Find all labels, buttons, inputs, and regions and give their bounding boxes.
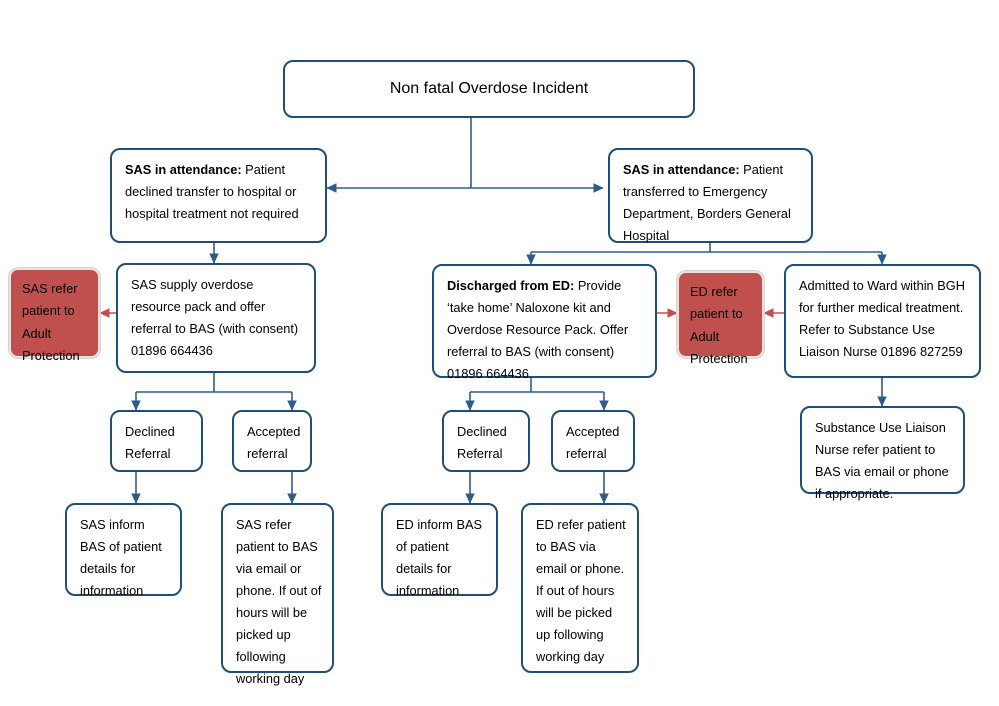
node-sas-adult-protection-label: SAS refer patient to Adult Protection: [22, 281, 80, 364]
node-sas-declined-body: Patient declined transfer to hospital or…: [125, 162, 299, 221]
node-ed-inform-bas-label: ED inform BAS of patient details for inf…: [396, 517, 483, 598]
node-discharged-from-ed[interactable]: Discharged from ED: Provide ‘take home’ …: [432, 264, 657, 381]
node-sas-declined-referral-label: Declined Referral: [125, 424, 175, 461]
node-ed-accepted-referral-label: Accepted referral: [566, 424, 620, 461]
node-sas-transferred-body: Patient transferred to Emergency Departm…: [623, 162, 791, 243]
node-root[interactable]: Non fatal Overdose Incident: [283, 60, 695, 118]
node-sas-transferred[interactable]: SAS in attendance: Patient transferred t…: [608, 148, 813, 243]
node-ed-refer-bas[interactable]: ED refer patient to BAS via email or pho…: [521, 503, 639, 673]
node-sas-declined-lead: SAS in attendance:: [125, 162, 242, 177]
node-sas-inform-bas[interactable]: SAS inform BAS of patient details for in…: [65, 503, 182, 598]
node-sas-accepted-referral[interactable]: Accepted referral: [232, 410, 312, 472]
node-sas-refer-bas[interactable]: SAS refer patient to BAS via email or ph…: [221, 503, 334, 686]
node-sas-supply-resource-pack[interactable]: SAS supply overdose resource pack and of…: [116, 263, 316, 373]
node-sas-supply-label: SAS supply overdose resource pack and of…: [131, 277, 299, 358]
node-root-label: Non fatal Overdose Incident: [389, 80, 589, 98]
node-ed-declined-referral[interactable]: Declined Referral: [442, 410, 530, 472]
node-ed-inform-bas[interactable]: ED inform BAS of patient details for inf…: [381, 503, 498, 598]
node-sas-declined-referral[interactable]: Declined Referral: [110, 410, 203, 472]
node-ed-declined-referral-label: Declined Referral: [457, 424, 507, 461]
node-ed-accepted-referral[interactable]: Accepted referral: [551, 410, 635, 472]
node-sas-adult-protection[interactable]: SAS refer patient to Adult Protection: [9, 268, 100, 363]
node-liaison-nurse-referral[interactable]: Substance Use Liaison Nurse refer patien…: [800, 406, 965, 501]
node-sas-declined-transfer[interactable]: SAS in attendance: Patient declined tran…: [110, 148, 327, 243]
node-admitted-to-ward[interactable]: Admitted to Ward within BGH for further …: [784, 264, 981, 378]
node-discharged-lead: Discharged from ED:: [447, 278, 575, 293]
node-admitted-label: Admitted to Ward within BGH for further …: [799, 278, 965, 359]
node-sas-refer-bas-label: SAS refer patient to BAS via email or ph…: [236, 517, 322, 686]
node-ed-refer-bas-label: ED refer patient to BAS via email or pho…: [536, 517, 626, 664]
node-discharged-body: Provide ‘take home’ Naloxone kit and Ove…: [447, 278, 629, 381]
node-ed-adult-protection-label: ED refer patient to Adult Protection: [690, 284, 748, 367]
node-sas-transferred-lead: SAS in attendance:: [623, 162, 740, 177]
node-ed-adult-protection[interactable]: ED refer patient to Adult Protection: [677, 271, 764, 366]
node-sas-inform-bas-label: SAS inform BAS of patient details for in…: [80, 517, 162, 598]
node-liaison-nurse-label: Substance Use Liaison Nurse refer patien…: [815, 420, 949, 501]
node-sas-accepted-referral-label: Accepted referral: [247, 424, 301, 461]
